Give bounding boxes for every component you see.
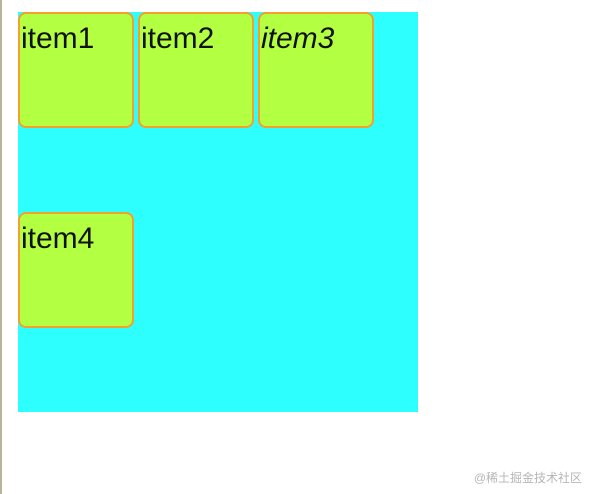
- flex-container: item1 item2 item3 item4: [18, 12, 418, 412]
- item-label-1: item1: [21, 22, 95, 55]
- item-box-4: item4: [18, 212, 134, 328]
- item-label-2: item2: [141, 22, 215, 55]
- item-box-1: item1: [18, 12, 134, 128]
- watermark: @稀土掘金技术社区: [473, 471, 582, 485]
- item-box-2: item2: [138, 12, 254, 128]
- item-label-3: item3: [261, 22, 335, 55]
- page-left-edge: [0, 0, 2, 494]
- item-label-4: item4: [21, 222, 95, 255]
- item-box-3: item3: [258, 12, 374, 128]
